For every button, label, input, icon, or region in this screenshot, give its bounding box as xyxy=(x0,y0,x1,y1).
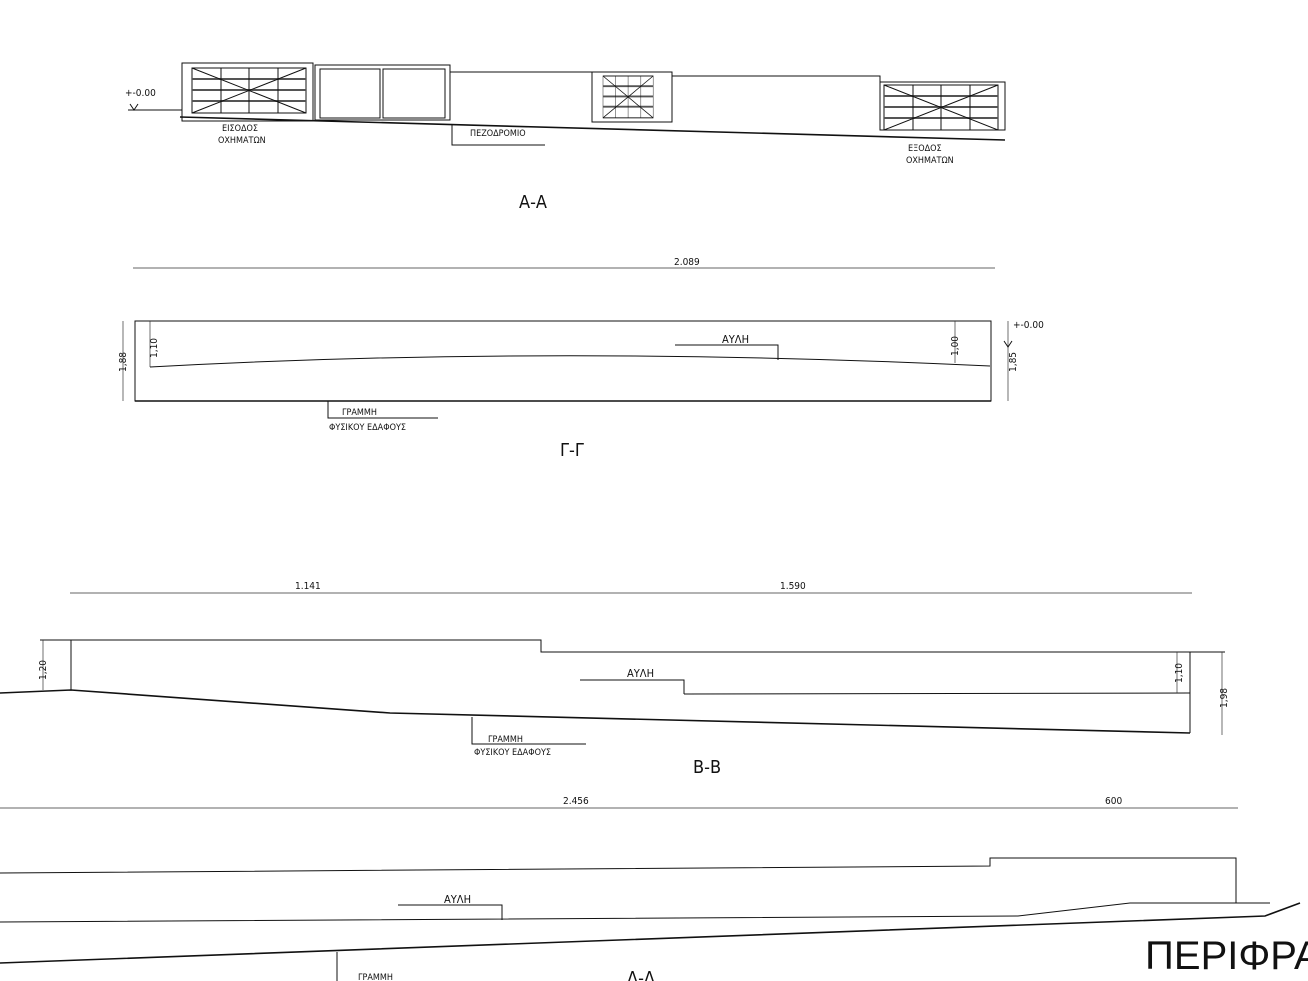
ground-label: ΦΥΣΙΚΟΥ ΕΔΑΦΟΥΣ xyxy=(474,748,551,758)
exit-gate xyxy=(883,84,999,131)
dimension-label: 1,88 xyxy=(118,352,129,372)
section-dd: 2.456 600 ΑΥΛΗ ΓΡΑΜΜΗ Δ-Δ xyxy=(0,796,1301,981)
louvered-panel xyxy=(382,68,446,119)
exit-label: ΕΞΟΔΟΣ xyxy=(908,144,942,154)
dimension-label: 1.590 xyxy=(780,581,806,592)
dimension-label: 1.141 xyxy=(295,581,321,592)
yard-label: ΑΥΛΗ xyxy=(722,333,749,346)
sidewalk-label: ΠΕΖΟΔΡΟΜΙΟ xyxy=(470,129,526,139)
dimension-label: 2.456 xyxy=(563,796,589,807)
section-aa-elevation: +-0.00 ΕΙΣΟΔΟΣ ΟΧΗΜΑΤΩΝ ΠΕΖΟΔΡΟΜΙΟ ΕΞΟΔΟ… xyxy=(125,62,1006,213)
section-title: Γ-Γ xyxy=(560,440,584,461)
ground-line xyxy=(0,689,1191,734)
dimension-label: 1,10 xyxy=(149,338,160,358)
wall-segment xyxy=(671,75,881,130)
section-gg: 2.089 1,88 1,10 ΑΥΛΗ 1,00 1,85 +-0.00 ΓΡ… xyxy=(118,257,1044,461)
wall-top xyxy=(40,639,1225,653)
entrance-gate-frame xyxy=(181,62,314,122)
wall-top xyxy=(0,857,1237,903)
yard-label: ΑΥΛΗ xyxy=(627,667,654,680)
ground-line xyxy=(0,902,1301,964)
yard-level-line xyxy=(0,902,1270,923)
sheet-title: ΠΕΡΙΦΡΑΞ xyxy=(1145,934,1308,978)
dimension-label: 1,85 xyxy=(1008,352,1019,372)
section-title: Α-Α xyxy=(519,192,547,213)
sidewalk-leader xyxy=(451,125,545,146)
dimension-label: 2.089 xyxy=(674,257,700,268)
entrance-gate xyxy=(191,67,307,114)
level-marker-icon xyxy=(129,103,139,111)
dimension-label: 1,10 xyxy=(1174,663,1185,683)
louvered-panel xyxy=(319,68,381,119)
section-title: Β-Β xyxy=(693,757,721,778)
yard-level-line xyxy=(149,355,991,368)
level-label: +-0.00 xyxy=(1013,320,1044,331)
section-bb: 1.141 1.590 ΑΥΛΗ 1,20 1,10 1,98 ΓΡΑΜΜΗ Φ… xyxy=(0,581,1230,778)
dimension-label: 1,00 xyxy=(950,336,961,356)
ground-label: ΓΡΑΜΜΗ xyxy=(342,408,377,418)
entrance-label: ΟΧΗΜΑΤΩΝ xyxy=(218,136,266,146)
entrance-label: ΕΙΣΟΔΟΣ xyxy=(222,124,258,134)
dimension-label: 600 xyxy=(1105,796,1122,807)
yard-label: ΑΥΛΗ xyxy=(444,893,471,906)
ground-label: ΓΡΑΜΜΗ xyxy=(358,973,393,981)
level-label: +-0.00 xyxy=(125,88,156,99)
dimension-label: 1,20 xyxy=(38,660,49,680)
wall-segment xyxy=(449,71,593,122)
dimension-label: 1,98 xyxy=(1219,688,1230,708)
level-marker-icon xyxy=(1003,340,1013,348)
exit-label: ΟΧΗΜΑΤΩΝ xyxy=(906,156,954,166)
pedestrian-gate xyxy=(602,75,655,119)
ground-label: ΓΡΑΜΜΗ xyxy=(488,735,523,745)
ground-label: ΦΥΣΙΚΟΥ ΕΔΑΦΟΥΣ xyxy=(329,423,406,433)
section-title: Δ-Δ xyxy=(627,968,655,981)
ground-line xyxy=(179,116,1006,141)
